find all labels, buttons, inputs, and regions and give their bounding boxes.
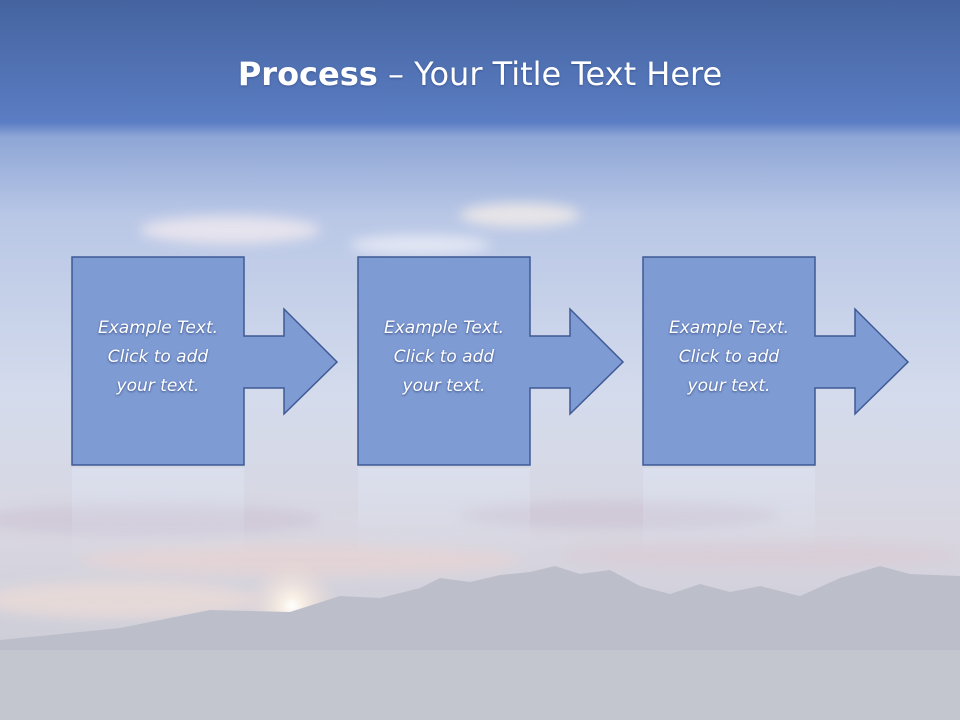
title-rest: – Your Title Text Here bbox=[377, 55, 723, 93]
slide-title[interactable]: Process – Your Title Text Here bbox=[0, 52, 960, 96]
title-bold: Process bbox=[237, 55, 378, 93]
step-text: Example Text. Click to add your text. bbox=[668, 318, 790, 396]
step-text: Example Text. Click to add your text. bbox=[97, 318, 219, 396]
step-text: Example Text. Click to add your text. bbox=[383, 318, 505, 396]
step-arrow-shape bbox=[642, 256, 910, 466]
process-step-2[interactable]: Example Text. Click to add your text. bbox=[357, 256, 627, 476]
step-arrow-shape bbox=[71, 256, 339, 466]
process-step-3[interactable]: Example Text. Click to add your text. bbox=[642, 256, 912, 476]
process-step-1[interactable]: Example Text. Click to add your text. bbox=[71, 256, 341, 476]
step-arrow-shape bbox=[357, 256, 625, 466]
